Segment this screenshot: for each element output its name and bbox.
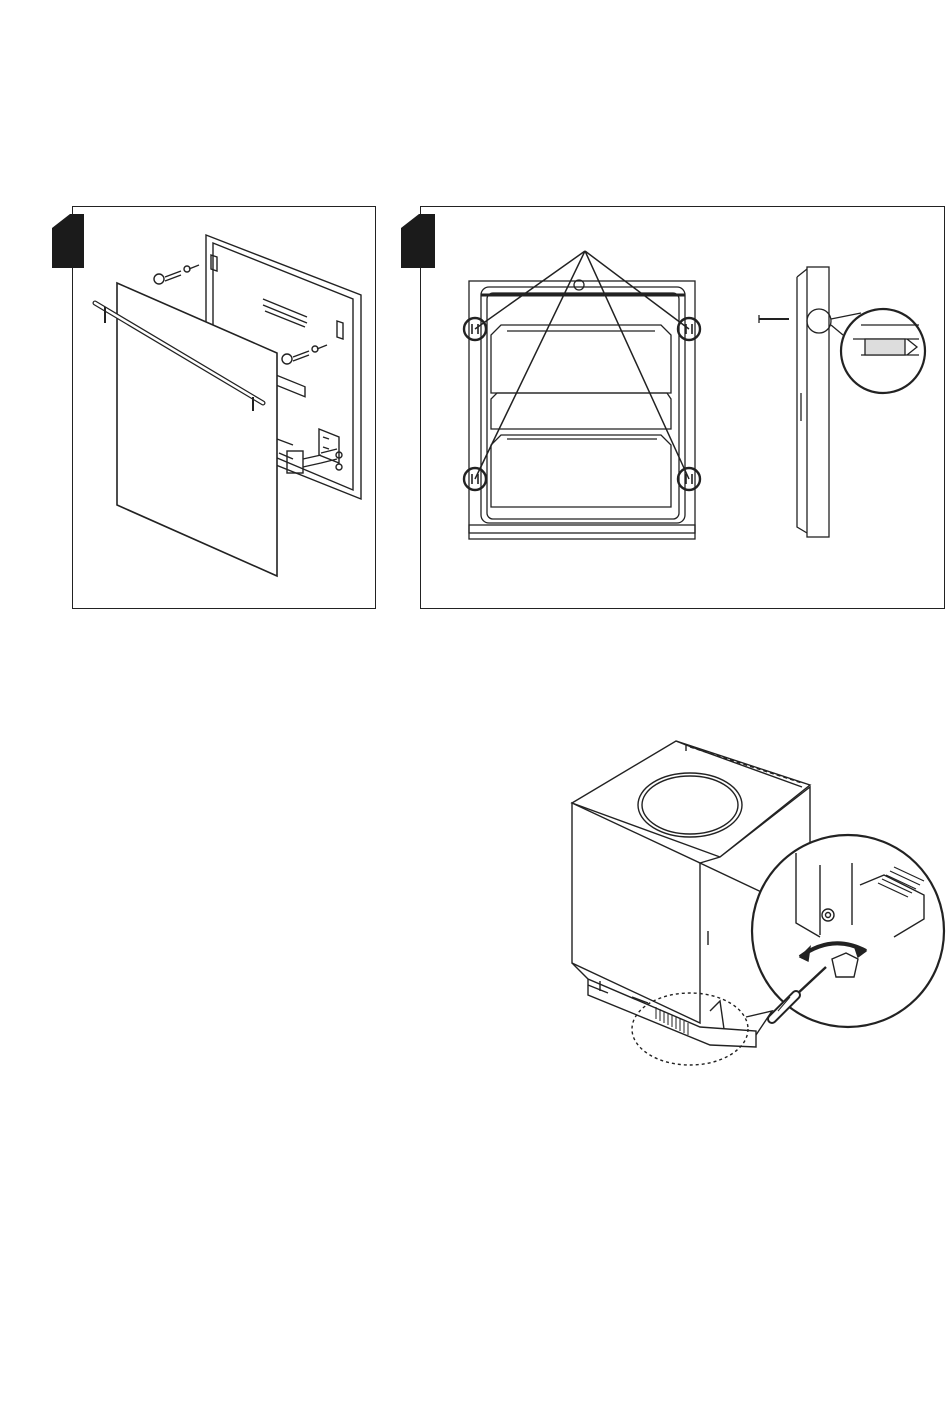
dishwasher-leveling-foot-adjustment-illustration	[560, 735, 950, 1070]
step-1-panel	[72, 206, 376, 609]
step-2-number	[401, 214, 435, 268]
step-1-badge	[52, 214, 84, 268]
step-1-number	[52, 214, 84, 268]
door-frame-screw-points-illustration	[421, 207, 946, 610]
door-panel-mounting-illustration	[73, 207, 377, 610]
step-2-panel	[420, 206, 945, 609]
step-2-badge	[401, 214, 435, 268]
